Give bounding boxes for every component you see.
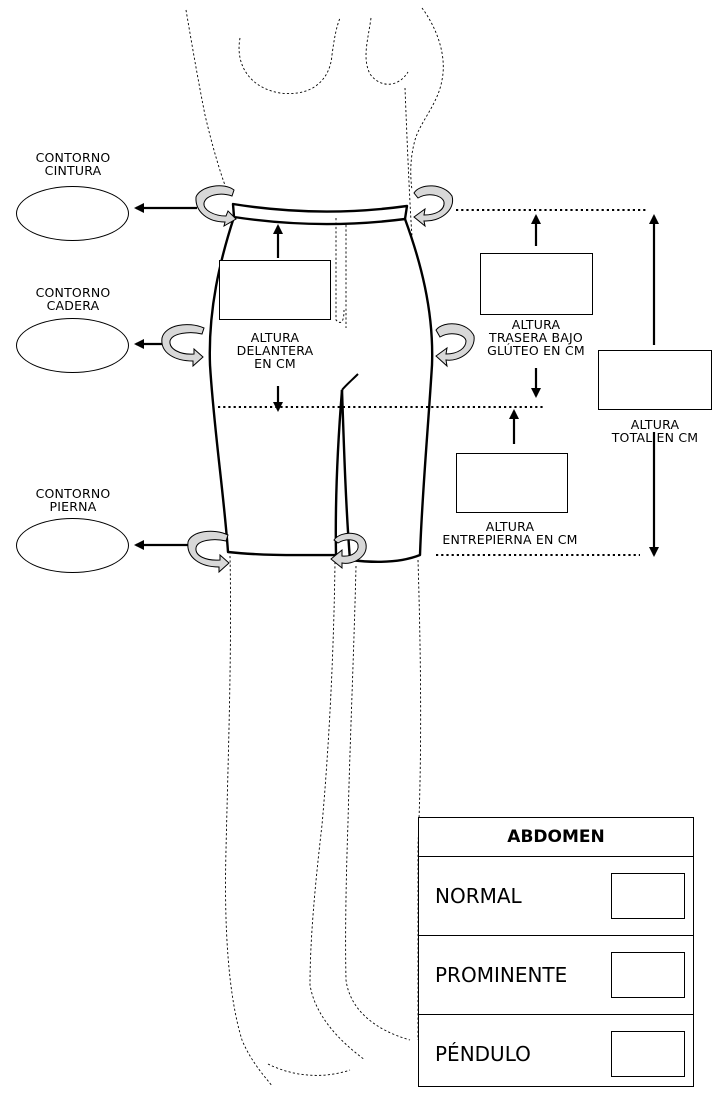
abdomen-option-label: PROMINENTE [435, 963, 568, 987]
total-height-label: ALTURA TOTAL EN CM [612, 418, 699, 444]
abdomen-normal-checkbox[interactable] [611, 873, 685, 919]
hip-label-line1: CONTORNO [35, 285, 111, 300]
waist-label-line2: CINTURA [44, 163, 102, 178]
rotation-arrows [161, 185, 475, 574]
waist-label-line1: CONTORNO [35, 150, 111, 165]
body-silhouette [185, 7, 444, 1086]
abdomen-table: ABDOMEN NORMAL PROMINENTE PÉNDULO [418, 817, 694, 1087]
abdomen-option-row: NORMAL [419, 857, 693, 936]
measurement-arrows [134, 203, 659, 557]
crotch-height-line2: ENTREPIERNA EN CM [442, 532, 578, 547]
abdomen-prominente-checkbox[interactable] [611, 952, 685, 998]
total-height-line1: ALTURA [630, 417, 680, 432]
abdomen-title: ABDOMEN [419, 818, 693, 857]
leg-label: CONTORNO PIERNA [36, 487, 111, 513]
back-height-label: ALTURA TRASERA BAJO GLÚTEO EN CM [487, 318, 585, 357]
abdomen-option-row: PÉNDULO [419, 1015, 693, 1093]
hip-label: CONTORNO CADERA [36, 286, 111, 312]
leg-label-line2: PIERNA [49, 499, 97, 514]
front-height-line3: EN CM [254, 356, 296, 371]
back-height-line3: GLÚTEO EN CM [487, 343, 585, 358]
front-height-line1: ALTURA [250, 330, 300, 345]
crotch-height-line1: ALTURA [485, 519, 535, 534]
total-height-input[interactable] [598, 350, 712, 410]
shorts-outline [208, 202, 434, 564]
abdomen-option-row: PROMINENTE [419, 936, 693, 1015]
front-height-label: ALTURA DELANTERA EN CM [237, 331, 314, 370]
crotch-height-label: ALTURA ENTREPIERNA EN CM [442, 520, 577, 546]
abdomen-option-label: PÉNDULO [435, 1042, 531, 1066]
leg-contour-input[interactable] [16, 518, 129, 573]
abdomen-option-label: NORMAL [435, 884, 522, 908]
total-height-line2: TOTAL EN CM [611, 430, 699, 445]
waist-contour-input[interactable] [16, 186, 129, 241]
reference-lines [218, 209, 648, 556]
leg-label-line1: CONTORNO [35, 486, 111, 501]
back-height-input[interactable] [480, 253, 593, 315]
back-height-line2: TRASERA BAJO [489, 330, 583, 345]
waist-label: CONTORNO CINTURA [36, 151, 111, 177]
front-height-input[interactable] [219, 260, 331, 320]
abdomen-pendulo-checkbox[interactable] [611, 1031, 685, 1077]
crotch-height-input[interactable] [456, 453, 568, 513]
front-height-line2: DELANTERA [236, 343, 314, 358]
hip-label-line2: CADERA [46, 298, 100, 313]
hip-contour-input[interactable] [16, 318, 129, 373]
back-height-line1: ALTURA [511, 317, 561, 332]
